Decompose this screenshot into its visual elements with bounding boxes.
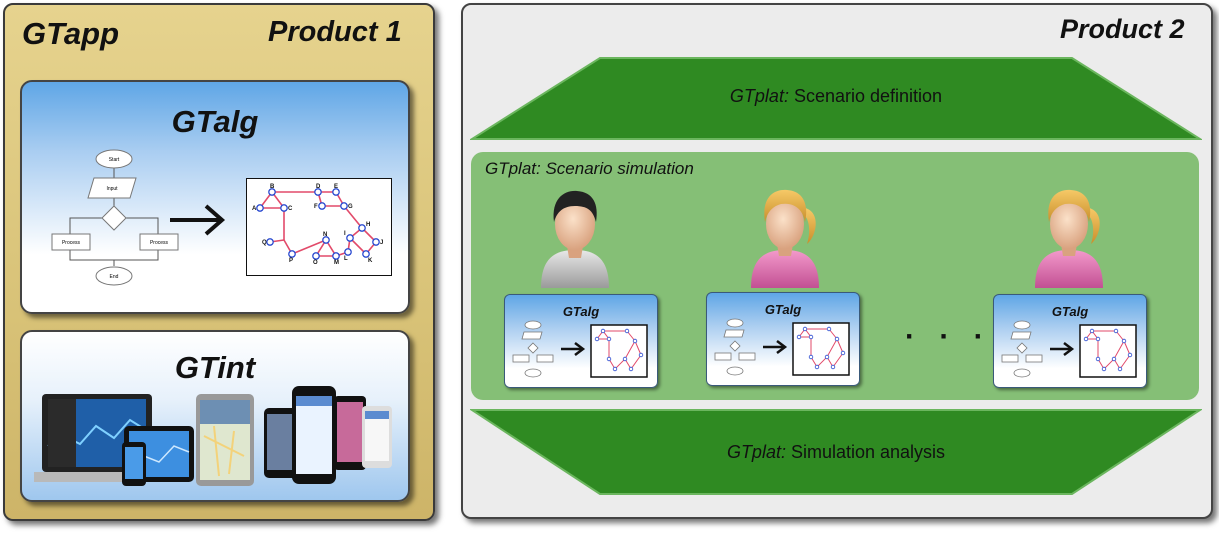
graph-node	[344, 248, 352, 256]
gtalg-card: GTalg Start Input Process Process End	[20, 80, 410, 314]
gtapp-label: GTapp	[22, 16, 120, 51]
graph-node	[346, 234, 354, 242]
graph-node	[312, 252, 320, 260]
gtint-card: GTint	[20, 330, 410, 502]
female-user-icon-2	[1035, 189, 1103, 288]
graph-node-label: I	[344, 231, 346, 237]
flow-process-left-label: Process	[62, 240, 81, 246]
product2-title: Product 2	[1060, 14, 1185, 44]
graph-node-label: G	[348, 204, 353, 210]
graph-node	[358, 224, 366, 232]
mini-gtalg-diagram	[512, 320, 648, 378]
graph-node-label: P	[289, 258, 293, 264]
agent-gtalg-title-1: GTalg	[562, 304, 600, 319]
graph-node	[362, 250, 370, 258]
agent-gtalg-title-2: GTalg	[764, 302, 802, 317]
agent-gtalg-card-2: GTalg	[706, 292, 860, 386]
graph-node	[340, 202, 348, 210]
simulation-analysis-label: GTplat: Simulation analysis	[726, 442, 946, 462]
scenario-definition-band	[470, 57, 1202, 140]
agent-gtalg-card-3: GTalg	[993, 294, 1147, 388]
agent-gtalg-card-1: GTalg	[504, 294, 658, 388]
graph-node-label: L	[344, 256, 348, 262]
flow-end-label: End	[110, 274, 119, 280]
product1-title: Product 1	[268, 16, 402, 48]
graph-node-label: C	[288, 206, 293, 212]
male-user-icon	[541, 190, 609, 288]
graph-node-label: M	[334, 260, 339, 266]
graph-node-label: O	[313, 260, 318, 266]
graph-diagram: A B C D E F G H I J K LM N O P Q	[246, 178, 392, 276]
graph-node-label: Q	[262, 240, 267, 246]
graph-node-label: J	[380, 240, 383, 246]
graph-node-label: F	[314, 204, 318, 210]
graph-node-label: D	[316, 184, 321, 190]
graph-node-label: H	[366, 222, 370, 228]
graph-node	[256, 204, 264, 212]
graph-node	[372, 238, 380, 246]
scenario-simulation-label: GTplat: Scenario simulation	[485, 159, 694, 178]
graph-node-label: E	[334, 184, 338, 190]
arrow-right-icon	[170, 204, 226, 236]
flow-process-right-label: Process	[150, 240, 169, 246]
ellipsis: · · ·	[905, 320, 992, 353]
mini-gtalg-diagram	[714, 318, 850, 376]
graph-node	[288, 250, 296, 258]
graph-node	[268, 188, 276, 196]
gtalg-title: GTalg	[171, 104, 259, 139]
mini-gtalg-diagram	[1001, 320, 1137, 378]
flowchart-diagram: Start Input Process Process End	[51, 149, 179, 286]
graph-node	[314, 188, 322, 196]
devices-illustration	[34, 386, 392, 486]
graph-node	[332, 252, 340, 260]
female-user-icon	[751, 189, 819, 288]
flow-input-label: Input	[106, 186, 118, 192]
graph-node	[322, 236, 330, 244]
flow-start-label: Start	[109, 157, 120, 163]
agent-gtalg-title-3: GTalg	[1051, 304, 1089, 319]
scenario-definition-label: GTplat: Scenario definition	[729, 86, 943, 106]
graph-node	[280, 204, 288, 212]
gtint-title: GTint	[174, 350, 256, 385]
simulation-analysis-band	[470, 409, 1202, 495]
graph-node	[318, 202, 326, 210]
graph-node-label: A	[252, 206, 257, 212]
graph-node-label: B	[270, 184, 275, 190]
graph-node	[332, 188, 340, 196]
graph-node-label: K	[368, 258, 373, 264]
graph-node	[266, 238, 274, 246]
graph-node-label: N	[323, 232, 327, 238]
